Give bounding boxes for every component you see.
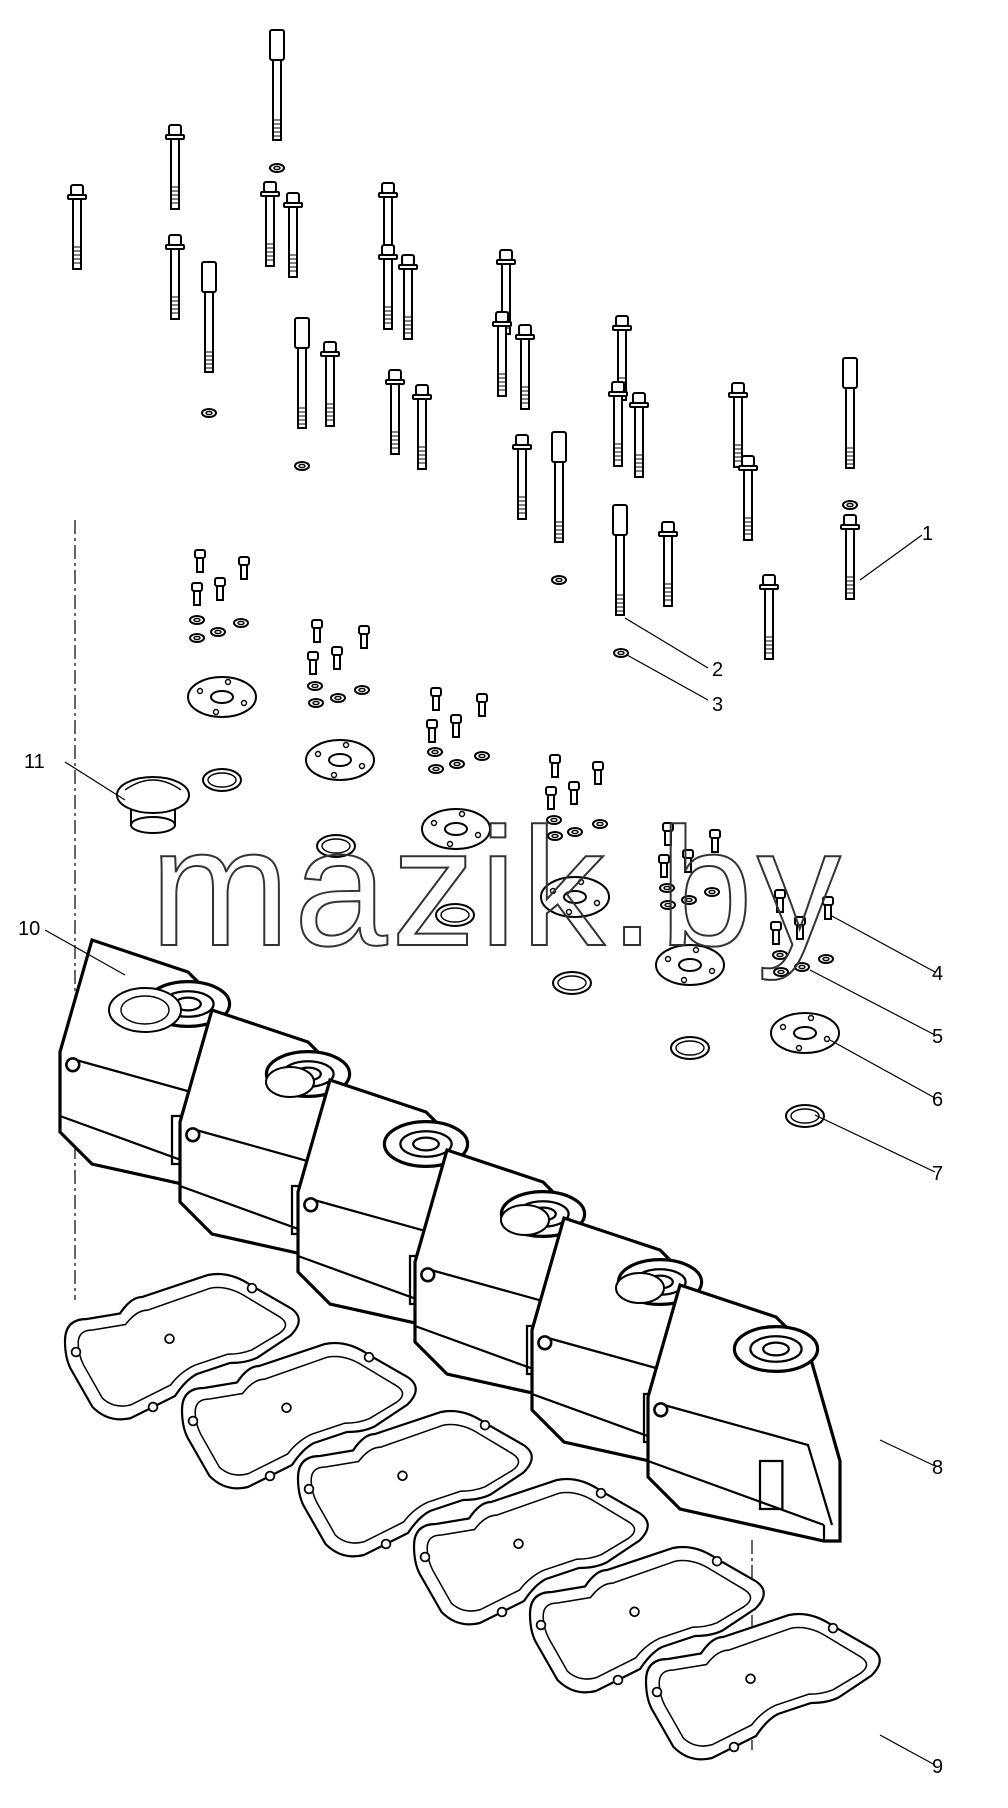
callout-10: 10	[18, 918, 40, 940]
watermark-text: mazik.by	[150, 793, 845, 981]
valve-cover-group	[58, 938, 842, 1543]
filler-neck	[108, 987, 182, 1033]
leader-lines	[44, 534, 936, 1766]
callout-2: 2	[712, 659, 723, 681]
callout-8: 8	[932, 1457, 943, 1479]
callout-labels: 1 2 3 4 5 6 7 8 9 10 11	[18, 523, 943, 1778]
callout-11: 11	[24, 751, 45, 773]
callout-4: 4	[932, 963, 943, 985]
callout-5: 5	[932, 1026, 943, 1048]
oil-filler-cap	[116, 776, 190, 834]
callout-9: 9	[932, 1756, 943, 1778]
callout-6: 6	[932, 1089, 943, 1111]
callout-1: 1	[922, 523, 933, 545]
callout-7: 7	[932, 1163, 943, 1185]
callout-3: 3	[712, 694, 723, 716]
bolt-group	[67, 29, 860, 660]
